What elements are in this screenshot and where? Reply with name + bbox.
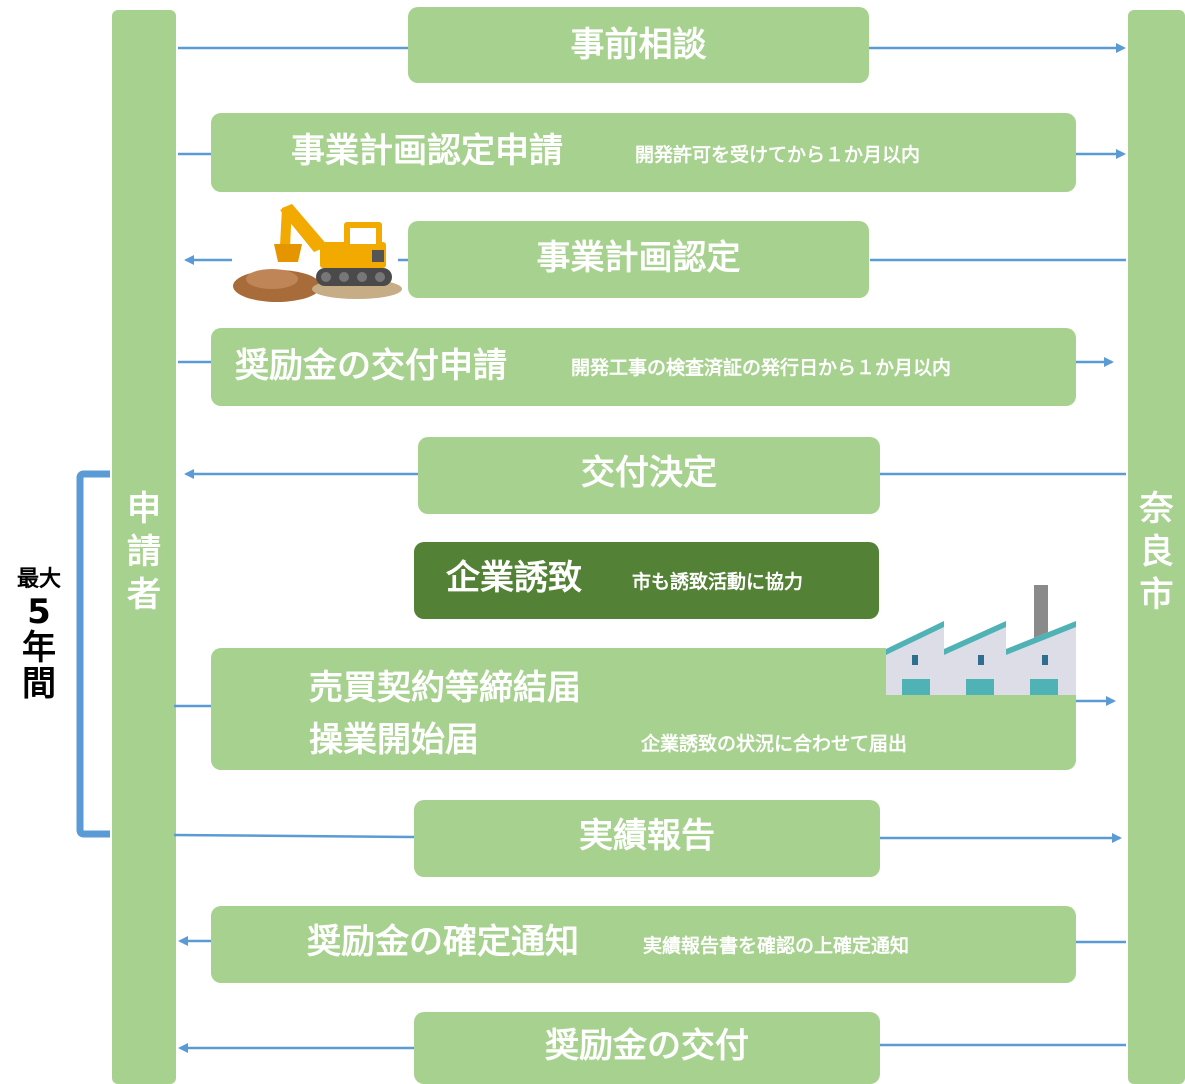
step-plan-approval: 事業計画認定 [408, 221, 869, 298]
city-char-1: 奈 [1139, 489, 1174, 529]
step-plan-application-note: 開発許可を受けてから１か月以内 [635, 144, 921, 166]
arrow-performance-report-left [173, 833, 415, 839]
step-business-attraction-label: 企業誘致 [446, 558, 582, 598]
period-number: 5 [27, 592, 51, 632]
city-char-3: 市 [1139, 575, 1174, 615]
step-plan-application-label: 事業計画認定申請 [291, 131, 563, 171]
period-unit-1: 年 [22, 628, 56, 668]
step-grant-confirmation-label: 奨励金の確定通知 [307, 922, 579, 962]
step-grant-application-note: 開発工事の検査済証の発行日から１か月以内 [571, 357, 952, 379]
step-grant-decision: 交付決定 [418, 437, 880, 514]
period-prefix: 最大 [16, 567, 61, 592]
step-plan-approval-label: 事業計画認定 [536, 238, 741, 278]
step-performance-report: 実績報告 [414, 800, 880, 877]
step-plan-application: 事業計画認定申請 開発許可を受けてから１か月以内 [211, 113, 1076, 192]
step-business-attraction-note: 市も誘致活動に協力 [632, 571, 804, 593]
applicant-char-1: 申 [127, 489, 161, 529]
step-consultation: 事前相談 [408, 7, 869, 83]
applicant-label: 申 請 者 [112, 488, 176, 617]
applicant-char-2: 請 [127, 532, 161, 572]
step-contract-notice-label: 売買契約等締結届 [309, 668, 581, 708]
step-grant-payment-label: 奨励金の交付 [545, 1026, 749, 1066]
applicant-char-3: 者 [127, 575, 161, 615]
city-char-2: 良 [1139, 532, 1174, 572]
step-grant-confirmation-note: 実績報告書を確認の上確定通知 [643, 935, 910, 957]
step-grant-application: 奨励金の交付申請 開発工事の検査済証の発行日から１か月以内 [211, 328, 1076, 406]
period-label: 最大 5 年 間 [4, 566, 74, 702]
step-grant-payment: 奨励金の交付 [414, 1012, 880, 1084]
period-bracket [76, 470, 110, 838]
period-unit-2: 間 [22, 664, 56, 704]
factory-icon [886, 585, 1076, 695]
city-column: 奈 良 市 [1128, 10, 1185, 1084]
step-consultation-label: 事前相談 [570, 25, 707, 65]
step-grant-decision-label: 交付決定 [581, 453, 717, 493]
step-performance-report-label: 実績報告 [579, 816, 715, 856]
step-business-attraction: 企業誘致 市も誘致活動に協力 [414, 542, 879, 619]
applicant-column: 申 請 者 [112, 10, 176, 1084]
excavator-icon [233, 204, 402, 302]
city-label: 奈 良 市 [1128, 488, 1185, 617]
step-grant-confirmation: 奨励金の確定通知 実績報告書を確認の上確定通知 [211, 906, 1076, 983]
step-contract-notice-label-2: 操業開始届 [309, 720, 479, 760]
step-grant-application-label: 奨励金の交付申請 [235, 346, 507, 386]
step-contract-notice-note: 企業誘致の状況に合わせて届出 [641, 733, 908, 755]
